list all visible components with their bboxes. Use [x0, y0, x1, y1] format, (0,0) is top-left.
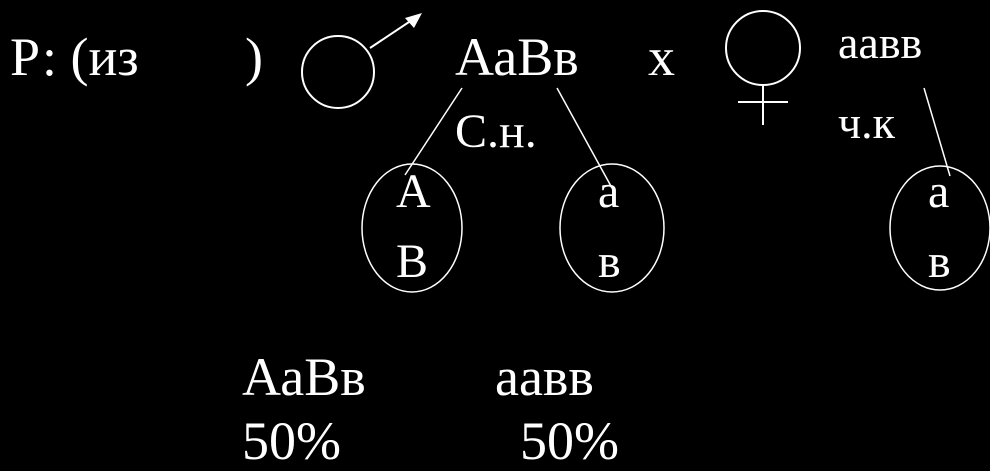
connector-line-male-2 [556, 87, 613, 189]
gamete-male-2-bottom: в [598, 235, 621, 288]
female-genotype: аавв [838, 17, 923, 68]
connector-line-male-1 [404, 87, 463, 176]
offspring-ratio-2: 50% [520, 411, 619, 471]
male-symbol-icon [301, 13, 422, 109]
gamete-male-1-top: А [396, 165, 431, 218]
connector-line-female [923, 87, 951, 177]
offspring-genotype-1: АаВв [242, 347, 366, 407]
gamete-male-2-top: а [598, 165, 620, 218]
gamete-oval-female-1 [889, 165, 990, 291]
male-note: С.н. [455, 105, 537, 158]
parent-prefix: Р: (из [10, 27, 139, 87]
offspring-ratio-1: 50% [242, 411, 341, 471]
gamete-female-top: а [928, 165, 950, 218]
gamete-oval-male-1 [361, 163, 463, 293]
male-genotype: АаВв [455, 27, 579, 87]
gamete-oval-male-2 [559, 163, 665, 293]
offspring-genotype-2: аавв [495, 347, 594, 407]
gamete-female-bottom: в [928, 235, 951, 288]
gamete-male-1-bottom: В [396, 235, 429, 288]
close-paren: ) [245, 27, 263, 87]
female-note: ч.к [838, 97, 895, 148]
cross-sign: х [648, 27, 675, 87]
female-symbol-icon [725, 10, 801, 125]
